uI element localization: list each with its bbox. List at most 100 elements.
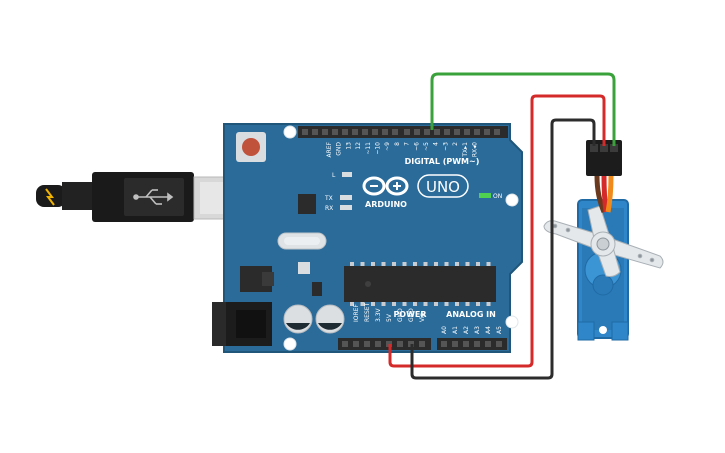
power-led <box>479 193 491 198</box>
chip-leg <box>455 302 459 306</box>
pin-label: A3 <box>474 326 481 334</box>
pin-label: ~9 <box>384 142 391 151</box>
model-badge <box>417 174 469 198</box>
header-pin[interactable] <box>494 129 500 135</box>
electrolytic-capacitor <box>283 304 313 334</box>
pin-label: A2 <box>463 326 470 334</box>
header-pin[interactable] <box>364 341 370 347</box>
servo-motor[interactable] <box>543 140 664 341</box>
header-pin[interactable] <box>332 129 338 135</box>
header-pin[interactable] <box>452 341 458 347</box>
pin-label: A4 <box>485 326 492 334</box>
header-pin[interactable] <box>424 129 430 135</box>
digital-header-pins <box>302 129 500 135</box>
chip-leg <box>392 262 396 266</box>
model-label: UNO <box>426 178 460 196</box>
chip-leg <box>444 262 449 266</box>
pin-label: GND <box>336 142 343 156</box>
wire-signal[interactable] <box>430 72 616 146</box>
header-pin[interactable] <box>353 341 359 347</box>
chip-leg <box>444 302 449 306</box>
header-pin[interactable] <box>362 129 368 135</box>
pin-label: 2 <box>452 142 459 146</box>
header-pin[interactable] <box>375 341 381 347</box>
dc-power-jack[interactable] <box>212 302 272 346</box>
header-pin[interactable] <box>322 129 328 135</box>
pin-label: IOREF <box>353 304 360 322</box>
mounting-hole <box>505 315 519 329</box>
header-pin[interactable] <box>474 341 480 347</box>
header-pin[interactable] <box>302 129 308 135</box>
pin-label: A0 <box>441 326 448 334</box>
chip-leg <box>360 302 365 306</box>
wire-ground[interactable] <box>410 118 596 380</box>
header-pin[interactable] <box>444 129 450 135</box>
header-pin[interactable] <box>342 129 348 135</box>
header-pin[interactable] <box>352 129 358 135</box>
header-pin[interactable] <box>434 129 440 135</box>
header-pin[interactable] <box>404 129 410 135</box>
capacitor <box>298 262 310 274</box>
servo-lead-power <box>601 175 609 213</box>
pin-label: ~3 <box>442 142 449 151</box>
brand-label: ARDUINO <box>365 200 407 209</box>
header-pin[interactable] <box>312 129 318 135</box>
pin-label: A1 <box>452 326 459 334</box>
header-pin[interactable] <box>382 129 388 135</box>
header-pin[interactable] <box>419 341 425 347</box>
chip-leg <box>465 262 470 266</box>
header-pin[interactable] <box>474 129 480 135</box>
pin-label: ~6 <box>413 142 420 151</box>
pin-label: 13 <box>345 142 352 150</box>
servo-lead-ground <box>594 175 607 214</box>
power-header <box>338 338 431 350</box>
pin-label: RESET <box>364 302 371 322</box>
analog-pin-labels: A0 A1 A2 A3 A4 A5 <box>441 326 503 334</box>
pin-label: Vin <box>419 312 426 322</box>
header-pin[interactable] <box>463 341 469 347</box>
header-pin[interactable] <box>484 129 490 135</box>
chip-leg <box>476 262 480 266</box>
led-l <box>342 172 352 177</box>
pin-label: A5 <box>496 326 503 334</box>
header-pin[interactable] <box>414 129 420 135</box>
servo-horn[interactable] <box>543 205 664 277</box>
header-pin[interactable] <box>342 341 348 347</box>
header-pin[interactable] <box>464 129 470 135</box>
pin-label: TX▸1 <box>462 142 469 158</box>
chip-leg <box>423 302 428 306</box>
servo-lead-signal <box>605 175 614 213</box>
wire-power[interactable] <box>388 94 606 368</box>
chip-leg <box>455 262 459 266</box>
digital-header-label: DIGITAL (PWM~) <box>405 157 480 166</box>
header-pin[interactable] <box>397 341 403 347</box>
led-tx-label: TX <box>324 195 333 202</box>
pin-label: GND <box>397 308 404 322</box>
chip-leg <box>465 302 470 306</box>
servo-mount-hole <box>599 326 607 334</box>
header-pin[interactable] <box>441 341 447 347</box>
arduino-logo-icon <box>362 176 409 196</box>
mounting-hole <box>283 337 297 351</box>
header-pin[interactable] <box>485 341 491 347</box>
header-pin[interactable] <box>454 129 460 135</box>
chip-leg <box>381 302 386 306</box>
chip-leg <box>434 262 438 266</box>
led-rx <box>340 205 352 210</box>
pin-label: ~5 <box>423 142 430 151</box>
header-pin[interactable] <box>392 129 398 135</box>
chip-leg <box>434 302 438 306</box>
led-tx <box>340 195 352 200</box>
reset-button[interactable] <box>236 132 266 162</box>
header-pin[interactable] <box>372 129 378 135</box>
pin-label: ~10 <box>375 142 382 155</box>
header-pin[interactable] <box>496 341 502 347</box>
chip-leg <box>423 262 428 266</box>
chip-leg <box>350 262 354 266</box>
transistor <box>312 282 322 296</box>
chip-leg <box>381 262 386 266</box>
